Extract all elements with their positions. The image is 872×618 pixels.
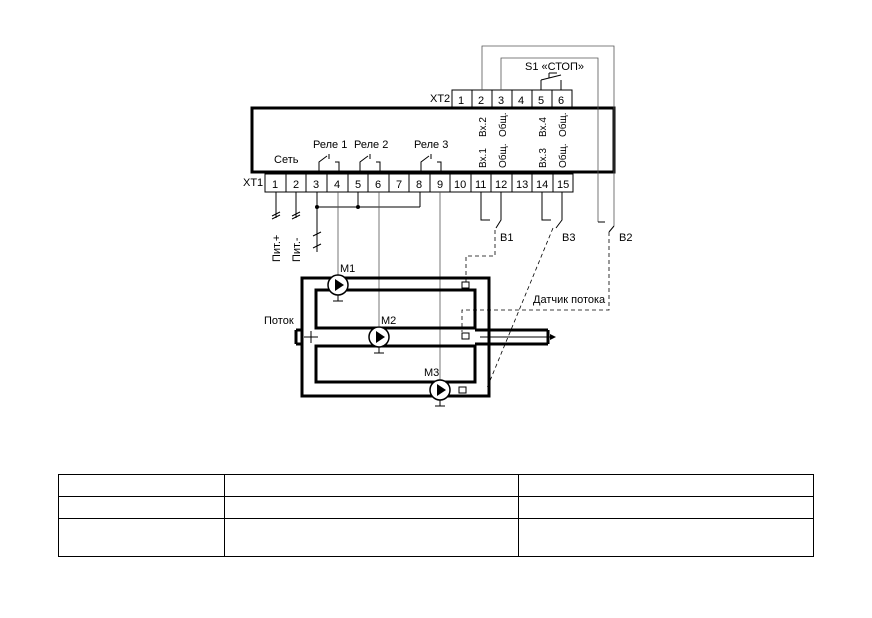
set-label: Сеть xyxy=(274,154,299,166)
xt1-terminal-1: 1 xyxy=(272,179,278,191)
xt2-terminal-2: 2 xyxy=(478,95,484,107)
power-plus-label: Пит.+ xyxy=(271,235,283,262)
data-table xyxy=(58,474,814,557)
xt2-terminal-1: 1 xyxy=(458,95,464,107)
table-cell xyxy=(223,496,520,519)
xt1-terminal-11: 11 xyxy=(475,179,486,191)
relay-contacts xyxy=(318,154,442,174)
table-cell xyxy=(58,496,225,519)
xt1-label: XT1 xyxy=(243,177,263,189)
input-label-obsh-bottom-1: Общ. xyxy=(497,143,509,168)
pump-m2-label: M2 xyxy=(381,315,396,327)
xt2-terminal-6: 6 xyxy=(558,95,564,107)
sensor-b1-label: B1 xyxy=(500,232,513,244)
pump-m3-label: M3 xyxy=(424,367,439,379)
xt1-terminal-13: 13 xyxy=(516,179,528,191)
input-label-vx2: Вх.2 xyxy=(478,117,489,137)
s1-stop-switch xyxy=(540,72,562,90)
relay-2-label: Реле 2 xyxy=(354,139,388,151)
table-cell xyxy=(223,518,520,557)
table-row xyxy=(58,518,814,557)
relay-1-label: Реле 1 xyxy=(313,139,347,151)
pump-m3 xyxy=(429,379,451,407)
xt2-terminal-3: 3 xyxy=(498,95,504,107)
xt2-label: XT2 xyxy=(430,93,450,105)
input-label-obsh-top-1: Общ. xyxy=(497,112,509,137)
xt2-to-b2-wires xyxy=(481,45,615,226)
pump-m1 xyxy=(327,274,349,302)
sensor-b1-contact xyxy=(480,192,502,229)
pump-m1-label: M1 xyxy=(340,263,355,275)
pump-feed-wires xyxy=(337,192,441,383)
table-cell xyxy=(58,474,225,497)
input-label-obsh-top-2: Общ. xyxy=(557,112,569,137)
sensor-b2-contact xyxy=(598,221,615,233)
xt1-terminal-2: 2 xyxy=(293,179,299,191)
xt1-terminal-6: 6 xyxy=(375,179,381,191)
xt1-terminal-8: 8 xyxy=(416,179,422,191)
table-cell xyxy=(518,474,814,497)
table-cell xyxy=(518,518,814,557)
relay-common-bus xyxy=(312,192,421,252)
table-row xyxy=(58,474,814,497)
xt1-terminal-block: 1 2 3 4 5 6 7 8 9 10 11 12 13 14 15 xyxy=(264,173,574,193)
relay-3-label: Реле 3 xyxy=(414,139,448,151)
xt2-terminal-5: 5 xyxy=(538,95,544,107)
xt1-terminal-5: 5 xyxy=(355,179,361,191)
table-cell xyxy=(223,474,520,497)
pipe-sensor-boxes xyxy=(458,281,470,394)
xt1-terminal-14: 14 xyxy=(536,179,548,191)
xt1-terminal-4: 4 xyxy=(334,179,340,191)
xt2-terminal-4: 4 xyxy=(518,95,524,107)
input-label-vx1: Вх.1 xyxy=(478,148,489,168)
piping xyxy=(294,276,556,398)
table-cell xyxy=(518,496,814,519)
input-labels-bottom: Вх.1 Общ. Вх.3 Общ. xyxy=(478,143,569,168)
input-label-vx3: Вх.3 xyxy=(538,148,549,168)
sensor-b3-contact xyxy=(541,192,563,229)
sensor-b2-label: B2 xyxy=(619,232,632,244)
xt1-terminal-15: 15 xyxy=(557,179,569,191)
flow-sensor-label: Датчик потока xyxy=(533,294,606,306)
xt1-terminal-3: 3 xyxy=(313,179,319,191)
pump-m2 xyxy=(368,326,390,354)
xt1-terminal-10: 10 xyxy=(454,179,466,191)
input-label-obsh-bottom-2: Общ. xyxy=(557,143,569,168)
power-minus-label: Пит.- xyxy=(291,237,303,262)
sensor-dashed-links xyxy=(461,227,610,389)
s1-stop-label: S1 «СТОП» xyxy=(525,61,584,73)
sensor-b3-label: B3 xyxy=(562,232,575,244)
input-label-vx4: Вх.4 xyxy=(538,117,549,137)
xt1-terminal-9: 9 xyxy=(437,179,443,191)
flow-label: Поток xyxy=(264,315,294,327)
table-row xyxy=(58,496,814,519)
input-labels-top: Вх.2 Общ. Вх.4 Общ. xyxy=(478,112,569,137)
power-leads xyxy=(271,192,301,220)
xt1-terminal-7: 7 xyxy=(396,179,402,191)
table-cell xyxy=(58,518,225,557)
xt2-terminal-block: 1 2 3 4 5 6 xyxy=(451,89,573,109)
xt1-terminal-12: 12 xyxy=(495,179,507,191)
